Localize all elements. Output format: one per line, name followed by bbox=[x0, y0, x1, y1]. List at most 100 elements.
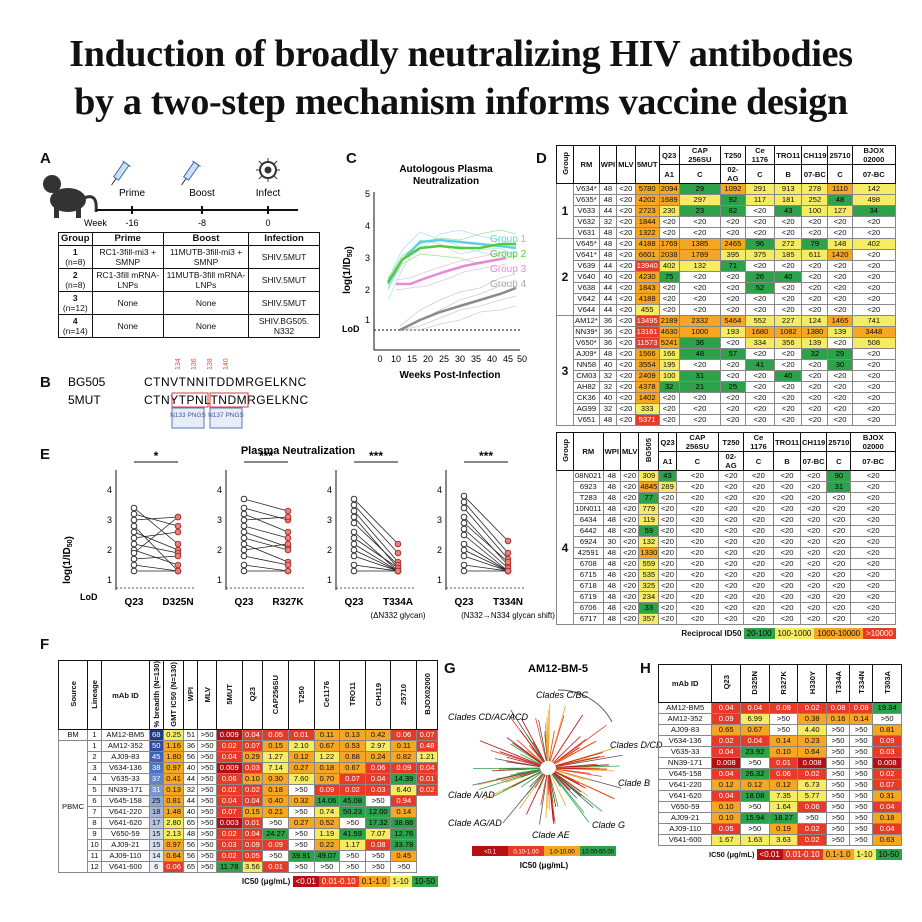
title-line-2: by a two-step mechanism informs vaccine … bbox=[74, 81, 848, 123]
svg-text:30: 30 bbox=[455, 354, 465, 364]
clade-b: Clade B bbox=[618, 778, 650, 788]
pngs-box-1 bbox=[171, 407, 205, 429]
mean-line-group-4 bbox=[399, 286, 517, 332]
svg-text:Q23: Q23 bbox=[235, 597, 254, 608]
mean-line-group-3 bbox=[396, 256, 507, 286]
clade-c-bc: Clades C/BC bbox=[536, 690, 589, 700]
pngs-label-1: N133 PNGS bbox=[170, 412, 206, 419]
svg-text:3: 3 bbox=[365, 253, 370, 263]
seq-name-5mut: 5MUT bbox=[68, 393, 101, 407]
panel-c-chart: Autologous Plasma Neutralization 5 4 3 2 1 L… bbox=[342, 164, 527, 381]
chart-c-xlabel: Weeks Post-Infection bbox=[400, 370, 501, 381]
svg-text:10.00-50.00: 10.00-50.00 bbox=[582, 850, 615, 856]
svg-text:Q23: Q23 bbox=[455, 597, 474, 608]
svg-text:35: 35 bbox=[471, 354, 481, 364]
clade-a-ad: Clade A/AD bbox=[448, 790, 495, 800]
event-boost: Boost bbox=[189, 188, 215, 199]
clade-ae: Clade AE bbox=[532, 830, 571, 840]
panel-a-timeline: Prime Boost Infect Week -16 -8 0 bbox=[43, 158, 298, 228]
syringe-icon bbox=[111, 160, 131, 186]
panel-e-charts: Plasma Neutralization log(1/ID50) LoD 1 2… bbox=[62, 445, 555, 620]
svg-text:<0.1: <0.1 bbox=[484, 850, 497, 856]
svg-text:50: 50 bbox=[517, 354, 527, 364]
panel-label-d: D bbox=[536, 150, 547, 167]
svg-text:T334A: T334A bbox=[383, 597, 413, 608]
svg-text:45: 45 bbox=[503, 354, 513, 364]
mut-box-1 bbox=[171, 392, 209, 408]
panel-label-f: F bbox=[40, 636, 50, 653]
svg-text:2: 2 bbox=[365, 285, 370, 295]
svg-text:25: 25 bbox=[439, 354, 449, 364]
figure-title: Induction of broadly neutralizing HIV an… bbox=[0, 30, 922, 126]
chart-e-ylabel: log(1/ID50) bbox=[62, 536, 75, 584]
svg-text:***: *** bbox=[369, 449, 383, 463]
pos-134: 134 bbox=[175, 358, 182, 370]
seq-name-bg505: BG505 bbox=[68, 375, 106, 389]
svg-text:1: 1 bbox=[327, 575, 332, 585]
svg-text:Q23: Q23 bbox=[125, 597, 144, 608]
panel-label-c: C bbox=[346, 150, 357, 167]
svg-text:0: 0 bbox=[377, 354, 382, 364]
svg-text:(ΔN332 glycan): (ΔN332 glycan) bbox=[370, 611, 425, 620]
svg-text:2: 2 bbox=[217, 545, 222, 555]
svg-text:0.10-1.00: 0.10-1.00 bbox=[513, 850, 539, 856]
panel-label-a: A bbox=[40, 150, 51, 167]
week-prime: -16 bbox=[125, 218, 138, 228]
mean-line-group-2 bbox=[386, 242, 516, 283]
pos-136: 136 bbox=[191, 358, 198, 370]
svg-text:15: 15 bbox=[407, 354, 417, 364]
panel-label-g: G bbox=[444, 660, 456, 677]
tree-legend-label: IC50 (μg/mL) bbox=[520, 861, 569, 870]
monkey-icon bbox=[43, 175, 98, 218]
timeline-week-label: Week bbox=[84, 218, 107, 228]
clade-g: Clade G bbox=[592, 820, 625, 830]
tree-title: AM12-BM-5 bbox=[528, 663, 588, 675]
panel-label-b: B bbox=[40, 374, 51, 391]
svg-text:4: 4 bbox=[107, 485, 112, 495]
pos-140: 140 bbox=[223, 358, 230, 370]
panel-b-alignment: BG505 5MUT CTNVTNNITDDMRGELKNC CTNYTPNLT… bbox=[68, 358, 308, 429]
seq-bg505: CTNVTNNITDDMRGELKNC bbox=[144, 375, 307, 389]
week-boost: -8 bbox=[198, 218, 206, 228]
svg-text:4: 4 bbox=[365, 221, 370, 231]
svg-text:*: * bbox=[154, 449, 159, 463]
col-infection: Infection bbox=[247, 232, 321, 246]
svg-text:2: 2 bbox=[437, 545, 442, 555]
chart-c-ylabel: log(1/ID50) bbox=[342, 246, 355, 294]
title-line-1: Induction of broadly neutralizing HIV an… bbox=[69, 33, 853, 75]
chart-c-title-2: Neutralization bbox=[413, 176, 479, 187]
svg-text:3: 3 bbox=[437, 515, 442, 525]
legend-group-1: Group 1 bbox=[490, 234, 527, 245]
svg-text:3: 3 bbox=[107, 515, 112, 525]
svg-text:1: 1 bbox=[217, 575, 222, 585]
svg-text:1.0-10.00: 1.0-10.00 bbox=[549, 850, 575, 856]
svg-text:10: 10 bbox=[391, 354, 401, 364]
event-prime: Prime bbox=[119, 188, 146, 199]
panel-a-table: Group Prime Boost Infection 1(n=8) RC1-3… bbox=[58, 232, 321, 338]
svg-text:1: 1 bbox=[365, 315, 370, 325]
svg-text:3: 3 bbox=[217, 515, 222, 525]
event-infect: Infect bbox=[256, 188, 281, 199]
chart-e-title: Plasma Neutralization bbox=[241, 445, 356, 457]
chart-c-title-1: Autologous Plasma bbox=[399, 164, 493, 175]
legend-group-2: Group 2 bbox=[490, 249, 527, 260]
col-prime: Prime bbox=[91, 232, 165, 246]
legend-group-3: Group 3 bbox=[490, 264, 527, 275]
svg-text:R327K: R327K bbox=[272, 597, 304, 608]
svg-text:***: *** bbox=[259, 449, 273, 463]
panel-g-tree: AM12-BM-5 Clades C/BC Clades CD/AC/ACD C… bbox=[448, 663, 663, 870]
lod-label-c: LoD bbox=[342, 324, 360, 334]
svg-text:1: 1 bbox=[107, 575, 112, 585]
svg-text:5: 5 bbox=[365, 189, 370, 199]
lod-label-e: LoD bbox=[80, 592, 98, 602]
pos-138: 138 bbox=[207, 358, 214, 370]
svg-text:T334N: T334N bbox=[493, 597, 523, 608]
